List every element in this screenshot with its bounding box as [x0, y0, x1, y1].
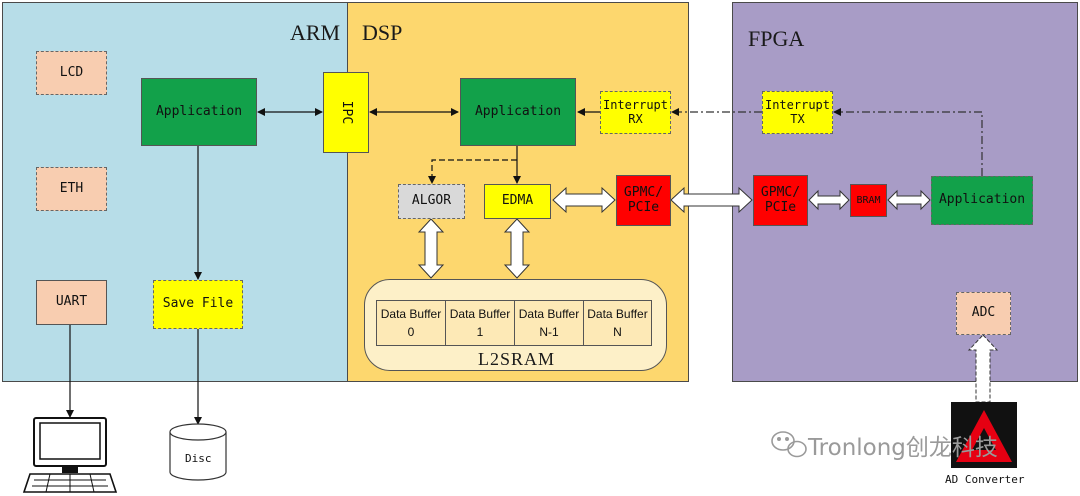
edma-box: EDMA: [484, 184, 551, 219]
interrupt-tx-box: Interrupt TX: [762, 91, 833, 134]
bram-box: BRAM: [850, 184, 887, 217]
data-buffer-1: Data Buffer 1: [445, 300, 515, 346]
buffer-title: Data Buffer: [449, 307, 511, 321]
buffer-index: 0: [407, 325, 415, 339]
interrupt-rx-box: Interrupt RX: [600, 91, 671, 134]
algor-box: ALGOR: [398, 184, 465, 219]
ipc-box: IPC: [323, 72, 369, 153]
watermark-text: Tronlong创龙科技: [808, 435, 998, 461]
buffer-index: N: [613, 325, 622, 339]
bram-app-double-arrow: [887, 189, 931, 211]
algor-buffer-double-arrow: [417, 218, 445, 279]
fpga-title: FPGA: [748, 26, 805, 51]
data-buffer-n-1: Data Buffer N-1: [514, 300, 584, 346]
gpmc-gpmc-double-arrow: [670, 186, 753, 214]
data-buffer-row: Data Buffer 0 Data Buffer 1 Data Buffer …: [376, 300, 652, 346]
adc-input-arrow: [967, 334, 999, 403]
edma-buffer-double-arrow: [503, 218, 531, 279]
arm-application-box: Application: [141, 78, 257, 146]
dsp-application-box: Application: [460, 78, 576, 146]
arm-title: ARM: [290, 20, 341, 45]
dsp-gpmc-pcie-box: GPMC/ PCIe: [616, 175, 671, 226]
disc-label: Disc: [185, 452, 212, 465]
wechat-icon: [771, 431, 807, 458]
l2sram-label: L2SRAM: [478, 349, 556, 369]
computer-icon: [22, 417, 118, 493]
dsp-title: DSP: [362, 20, 403, 45]
edma-gpmc-double-arrow: [552, 186, 616, 214]
disc-icon: [169, 423, 227, 481]
buffer-title: Data Buffer: [518, 307, 580, 321]
fpga-application-box: Application: [931, 176, 1033, 225]
lcd-box: LCD: [36, 51, 107, 95]
save-file-box: Save File: [153, 280, 243, 329]
dsp-app-to-algor-arrow: [428, 159, 517, 184]
ipc-label: IPC: [339, 100, 355, 125]
data-buffer-n: Data Buffer N: [583, 300, 652, 346]
buffer-title: Data Buffer: [587, 307, 648, 321]
fpga-gpmc-pcie-box: GPMC/ PCIe: [753, 175, 808, 226]
eth-box: ETH: [36, 167, 107, 211]
gpmc-bram-double-arrow: [808, 189, 850, 211]
adc-box: ADC: [956, 292, 1011, 335]
ad-converter-logo-icon: [951, 402, 1017, 468]
buffer-index: N-1: [539, 325, 559, 339]
data-buffer-0: Data Buffer 0: [376, 300, 446, 346]
uart-box: UART: [36, 280, 107, 325]
ad-converter-label: AD Converter: [945, 473, 1025, 486]
fpga-app-to-int-tx-arrow: [833, 108, 983, 176]
buffer-title: Data Buffer: [380, 307, 442, 321]
buffer-index: 1: [476, 325, 484, 339]
